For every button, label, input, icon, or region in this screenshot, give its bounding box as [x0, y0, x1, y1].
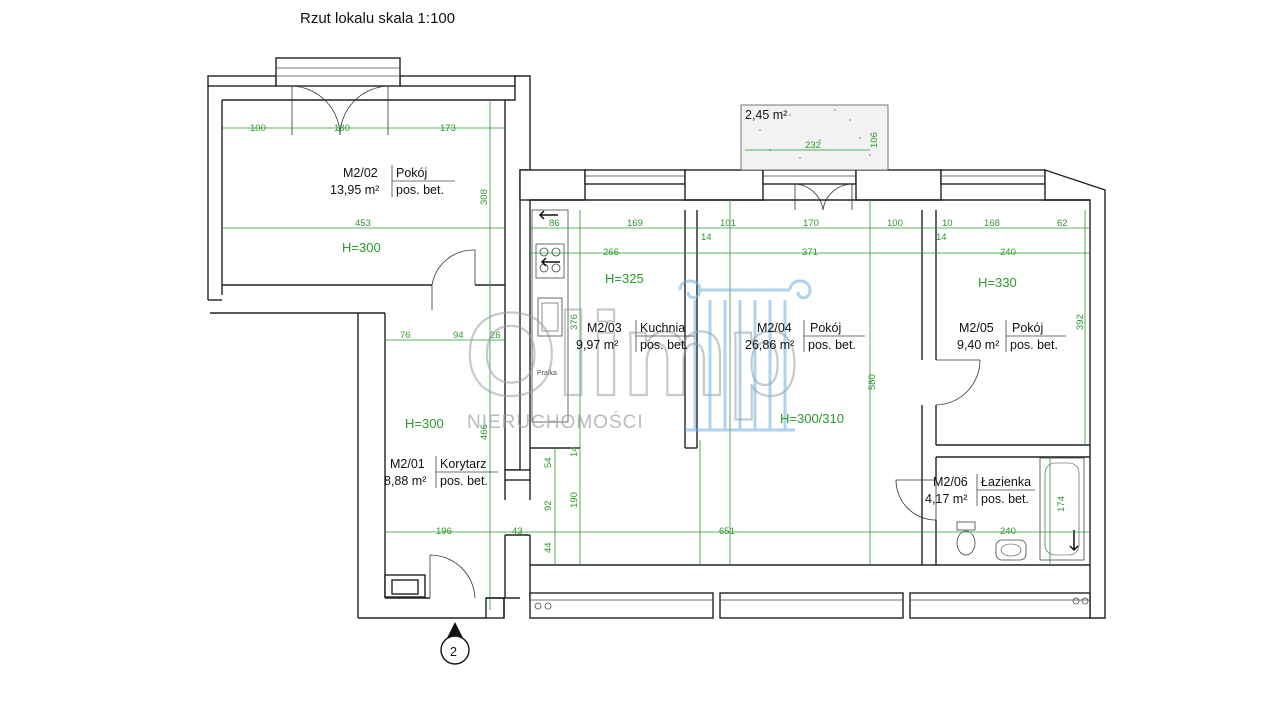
- dim-43: 43: [512, 526, 523, 537]
- height-m205: H=330: [978, 275, 1017, 290]
- room-area: 9,40 m²: [957, 338, 999, 352]
- dim-44: 44: [543, 542, 554, 553]
- dim-240-a: 240: [1000, 247, 1016, 258]
- washer-label: Pralka: [537, 370, 557, 377]
- ceiling-heights: H=300 H=325 H=300/310 H=330 H=300: [342, 240, 1017, 431]
- dim-14-a: 14: [701, 232, 712, 243]
- watermark-brand: Olimp: [465, 289, 799, 421]
- dim-92: 92: [543, 500, 554, 511]
- height-m204: H=300/310: [780, 411, 844, 426]
- watermark-logo: Olimp NIERUCHOMOŚCI: [464, 279, 812, 433]
- entrance-arrow-icon: [447, 622, 463, 638]
- plan-title: Rzut lokalu skala 1:100: [300, 10, 455, 27]
- window-room: [940, 169, 1046, 185]
- dim-101: 101: [720, 218, 736, 229]
- watermark-column-icon: [678, 279, 812, 432]
- room-label-m202: M2/02 Pokój 13,95 m² pos. bet.: [330, 165, 455, 197]
- dim-94: 94: [453, 330, 464, 341]
- dim-14-b: 14: [936, 232, 947, 243]
- room-code: M2/01: [390, 457, 425, 471]
- dim-26: 26: [490, 330, 501, 341]
- window-living: [762, 169, 857, 185]
- dim-100-b: 100: [887, 218, 903, 229]
- dim-308: 308: [479, 189, 490, 205]
- dim-10: 10: [942, 218, 953, 229]
- dim-173: 173: [440, 123, 456, 134]
- room-label-m206: M2/06 Łazienka 4,17 m² pos. bet.: [925, 474, 1035, 506]
- room-code: M2/03: [587, 321, 622, 335]
- dim-196: 196: [436, 526, 452, 537]
- walls: [207, 57, 1106, 619]
- dimension-lines: [222, 100, 1090, 610]
- height-m201: H=300: [405, 416, 444, 431]
- entrance-marker: 2: [440, 622, 470, 665]
- room-area: 13,95 m²: [330, 183, 379, 197]
- doors: [291, 85, 981, 599]
- dim-466: 466: [479, 424, 490, 440]
- dim-76: 76: [400, 330, 411, 341]
- dim-392: 392: [1075, 314, 1086, 330]
- entrance-number: 2: [450, 645, 457, 659]
- room-floor: pos. bet.: [396, 183, 444, 197]
- room-area: 8,88 m²: [384, 474, 426, 488]
- room-name: Łazienka: [981, 475, 1031, 489]
- room-area: 26,86 m²: [745, 338, 794, 352]
- dim-168: 168: [984, 218, 1000, 229]
- room-label-m203: M2/03 Kuchnia 9,97 m² pos. bet.: [576, 320, 695, 352]
- room-label-m204: M2/04 Pokój 26,86 m² pos. bet.: [745, 320, 865, 352]
- dim-180: 180: [334, 123, 350, 134]
- dim-86: 86: [549, 218, 560, 229]
- room-name: Pokój: [810, 321, 841, 335]
- dim-376: 376: [569, 314, 580, 330]
- room-code: M2/05: [959, 321, 994, 335]
- dim-371: 371: [802, 247, 818, 258]
- room-name: Pokój: [1012, 321, 1043, 335]
- dim-100-a: 100: [250, 123, 266, 134]
- balcony: 2,45 m² 232 106: [740, 104, 889, 171]
- room-floor: pos. bet.: [808, 338, 856, 352]
- dim-174: 174: [1056, 496, 1067, 512]
- dimension-labels: 100 180 173 308 453 86 169 101 170 100 1…: [250, 123, 1086, 553]
- balcony-width-dim: 232: [805, 140, 821, 151]
- room-code: M2/04: [757, 321, 792, 335]
- height-m202: H=300: [342, 240, 381, 255]
- room-floor: pos. bet.: [981, 492, 1029, 506]
- room-label-m201: M2/01 Korytarz 8,88 m² pos. bet.: [384, 456, 498, 488]
- room-name: Kuchnia: [640, 321, 685, 335]
- room-name: Pokój: [396, 166, 427, 180]
- fixtures: Pralka: [531, 209, 1089, 610]
- dim-170: 170: [803, 218, 819, 229]
- dim-14-c: 14: [569, 446, 580, 457]
- balcony-area: 2,45 m²: [745, 108, 787, 122]
- room-code: M2/06: [933, 475, 968, 489]
- room-label-m205: M2/05 Pokój 9,40 m² pos. bet.: [957, 320, 1066, 352]
- balcony-depth-dim: 106: [869, 132, 880, 148]
- room-floor: pos. bet.: [640, 338, 688, 352]
- bathtub: [1039, 457, 1085, 561]
- dim-240-b: 240: [1000, 526, 1016, 537]
- room-name: Korytarz: [440, 457, 487, 471]
- dim-580: 580: [867, 374, 878, 390]
- room-floor: pos. bet.: [1010, 338, 1058, 352]
- dim-651: 651: [719, 526, 735, 537]
- height-m203: H=325: [605, 271, 644, 286]
- dim-266: 266: [603, 247, 619, 258]
- dim-190: 190: [569, 492, 580, 508]
- room-area: 9,97 m²: [576, 338, 618, 352]
- dim-54: 54: [543, 457, 554, 468]
- stove: [535, 243, 565, 279]
- room-area: 4,17 m²: [925, 492, 967, 506]
- window-m202: [275, 57, 401, 87]
- room-code: M2/02: [343, 166, 378, 180]
- window-kitchen: [584, 169, 686, 185]
- washbasin: [995, 539, 1027, 561]
- dim-169: 169: [627, 218, 643, 229]
- dim-62: 62: [1057, 218, 1068, 229]
- dim-453: 453: [355, 218, 371, 229]
- radiators: [534, 597, 1089, 610]
- watermark-subtitle: NIERUCHOMOŚCI: [467, 411, 644, 433]
- room-floor: pos. bet.: [440, 474, 488, 488]
- toilet: [956, 530, 976, 556]
